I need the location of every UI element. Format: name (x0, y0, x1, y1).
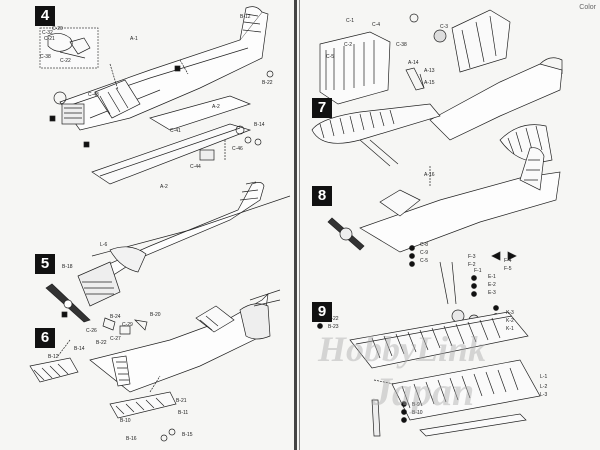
part-label: B-10 (412, 410, 423, 416)
part-label: C-43 (88, 92, 99, 98)
watermark-line1: HobbyLink (318, 329, 486, 369)
part-label: B-24 (110, 314, 121, 320)
part-label: F-5 (504, 266, 512, 272)
part-label: C-32 (42, 30, 53, 36)
part-label: C-27 (110, 336, 121, 342)
part-label: A-15 (424, 80, 435, 86)
part-label: B-21 (176, 398, 187, 404)
part-label: C-20 (52, 26, 63, 32)
step4-illustration (39, 6, 274, 185)
part-label: E-2 (488, 282, 496, 288)
part-label: B-12 (240, 14, 251, 20)
step5-illustration (45, 181, 291, 335)
part-label: C-9 (420, 250, 428, 256)
part-label: F-4 (504, 258, 512, 264)
part-label: L-2 (540, 384, 547, 390)
part-labels: C-32C-21C-20C-22C-38A-1B-12C-43A-2C-41B-… (40, 14, 547, 442)
part-label: C-5 (326, 54, 334, 60)
step-5-badge: 5 (35, 254, 55, 274)
step7-illustration (311, 9, 563, 186)
step8-illustration (327, 147, 561, 327)
part-label: B-10 (120, 418, 131, 424)
part-label: C-26 (86, 328, 97, 334)
part-label: B-16 (126, 436, 137, 442)
part-label: F-2 (468, 262, 476, 268)
part-label: K-1 (506, 326, 514, 332)
part-label: B-20 (150, 312, 161, 318)
part-label: B-14 (254, 122, 265, 128)
part-label: A-13 (424, 68, 435, 74)
part-label: B-22 (328, 316, 339, 322)
part-label: K-2 (506, 318, 514, 324)
part-label: C-22 (60, 58, 71, 64)
part-label: B-22 (262, 80, 273, 86)
part-label: A-2 (212, 104, 220, 110)
corner-text: Color (579, 4, 596, 11)
step-6-badge: 6 (35, 328, 55, 348)
part-label: B-9 (412, 402, 420, 408)
part-label: A-2 (160, 184, 168, 190)
part-label: C-44 (190, 164, 201, 170)
part-label: K-3 (506, 310, 514, 316)
part-label: C-38 (396, 42, 407, 48)
part-label: E-3 (488, 290, 496, 296)
step6-illustration (29, 289, 281, 442)
part-label: F-1 (474, 268, 482, 274)
step-7-badge: 7 (312, 98, 332, 118)
part-label: C-46 (232, 146, 243, 152)
part-label: B-12 (48, 354, 59, 360)
part-label: E-1 (488, 274, 496, 280)
part-label: C-29 (122, 322, 133, 328)
part-label: C-1 (346, 18, 354, 24)
part-label: L-6 (100, 242, 107, 248)
part-label: L-1 (540, 374, 547, 380)
part-label: B-11 (178, 410, 188, 416)
part-label: A-1 (130, 36, 138, 42)
step9-illustration (317, 311, 541, 437)
step-4-badge: 4 (35, 6, 55, 26)
part-label: C-8 (420, 242, 428, 248)
part-label: B-15 (182, 432, 193, 438)
part-label: C-5 (420, 258, 428, 264)
part-label: B-22 (96, 340, 107, 346)
part-label: F-3 (468, 254, 476, 260)
part-label: C-21 (44, 36, 55, 42)
part-label: A-14 (408, 60, 419, 66)
part-label: L-3 (540, 392, 547, 398)
part-label: C-3 (440, 24, 448, 30)
part-label: B-18 (62, 264, 73, 270)
part-label: C-41 (170, 128, 181, 134)
page-divider (294, 0, 297, 450)
part-label: C-2 (344, 42, 352, 48)
step-9-badge: 9 (312, 302, 332, 322)
part-label: A-16 (424, 172, 435, 178)
part-label: C-38 (40, 54, 51, 60)
part-label: B-23 (328, 324, 339, 330)
watermark-line2: Japan (372, 369, 475, 414)
step-8-badge: 8 (312, 186, 332, 206)
part-label: C-4 (372, 22, 380, 28)
page-divider-thin (299, 0, 300, 450)
part-label: B-14 (74, 346, 85, 352)
